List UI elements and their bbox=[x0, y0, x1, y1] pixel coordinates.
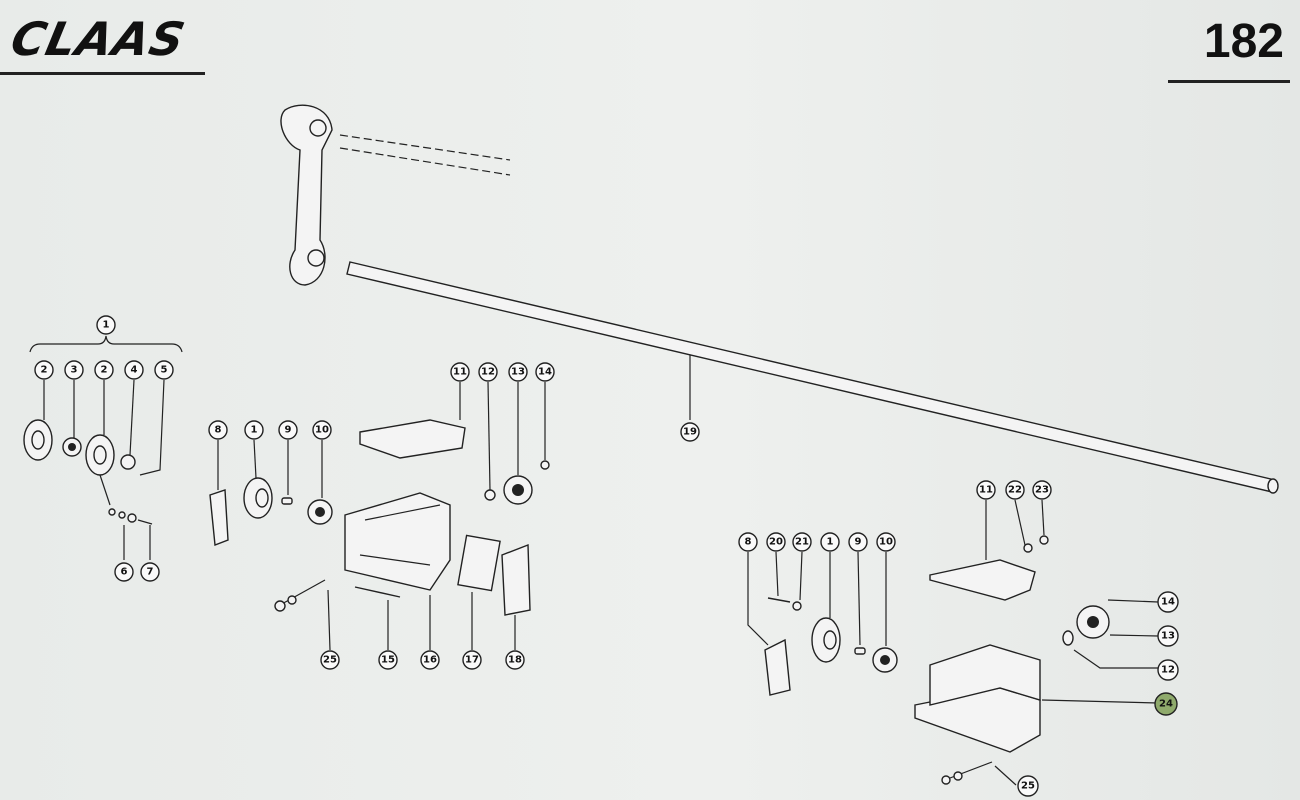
svg-text:24: 24 bbox=[1159, 699, 1173, 710]
svg-text:19: 19 bbox=[683, 427, 697, 438]
chain-arm bbox=[280, 104, 511, 286]
left-bracket-assembly bbox=[209, 381, 550, 651]
svg-text:21: 21 bbox=[795, 537, 809, 548]
svg-text:9: 9 bbox=[855, 537, 862, 548]
svg-text:17: 17 bbox=[465, 655, 479, 666]
shaft bbox=[346, 261, 1279, 494]
callout-19[interactable]: 19 bbox=[680, 422, 700, 442]
svg-text:1: 1 bbox=[103, 320, 110, 331]
callout-6[interactable]: 6 bbox=[114, 562, 134, 582]
callout-24-highlighted[interactable]: 24 bbox=[1154, 692, 1178, 716]
callout-25-left[interactable]: 25 bbox=[320, 650, 340, 670]
svg-text:25: 25 bbox=[1021, 781, 1035, 792]
svg-text:8: 8 bbox=[215, 425, 222, 436]
header-rule-left bbox=[0, 72, 205, 75]
callout-13-left[interactable]: 13 bbox=[508, 362, 528, 382]
page-number: 182 bbox=[1203, 15, 1284, 68]
bearing-set bbox=[23, 335, 183, 560]
callout-1-right[interactable]: 1 bbox=[820, 532, 840, 552]
svg-text:20: 20 bbox=[769, 537, 783, 548]
svg-text:22: 22 bbox=[1008, 485, 1022, 496]
callout-16[interactable]: 16 bbox=[420, 650, 440, 670]
svg-text:1: 1 bbox=[251, 425, 258, 436]
right-bracket-assembly bbox=[747, 499, 1159, 786]
svg-text:16: 16 bbox=[423, 655, 437, 666]
svg-text:1: 1 bbox=[827, 537, 834, 548]
svg-text:8: 8 bbox=[745, 537, 752, 548]
callout-1-left[interactable]: 1 bbox=[244, 420, 264, 440]
callout-11-right[interactable]: 11 bbox=[976, 480, 996, 500]
svg-text:23: 23 bbox=[1035, 485, 1049, 496]
callout-2[interactable]: 2 bbox=[34, 360, 54, 380]
svg-text:9: 9 bbox=[285, 425, 292, 436]
svg-text:6: 6 bbox=[121, 567, 128, 578]
svg-text:15: 15 bbox=[381, 655, 395, 666]
svg-text:7: 7 bbox=[147, 567, 154, 578]
svg-text:25: 25 bbox=[323, 655, 337, 666]
callout-12-right[interactable]: 12 bbox=[1157, 659, 1179, 681]
callout-2-second[interactable]: 2 bbox=[94, 360, 114, 380]
svg-text:14: 14 bbox=[1161, 597, 1175, 608]
svg-text:10: 10 bbox=[879, 537, 893, 548]
callout-14-left[interactable]: 14 bbox=[535, 362, 555, 382]
callout-13-right[interactable]: 13 bbox=[1157, 625, 1179, 647]
callout-15[interactable]: 15 bbox=[378, 650, 398, 670]
callout-5[interactable]: 5 bbox=[154, 360, 174, 380]
svg-text:10: 10 bbox=[315, 425, 329, 436]
callout-20[interactable]: 20 bbox=[766, 532, 786, 552]
callout-10-left[interactable]: 10 bbox=[312, 420, 332, 440]
callout-8-left[interactable]: 8 bbox=[208, 420, 228, 440]
svg-text:14: 14 bbox=[538, 367, 552, 378]
svg-text:13: 13 bbox=[1161, 631, 1175, 642]
callout-8-right[interactable]: 8 bbox=[738, 532, 758, 552]
svg-text:3: 3 bbox=[71, 365, 78, 376]
svg-text:11: 11 bbox=[979, 485, 993, 496]
svg-text:13: 13 bbox=[511, 367, 525, 378]
callout-9-left[interactable]: 9 bbox=[278, 420, 298, 440]
callout-10-right[interactable]: 10 bbox=[876, 532, 896, 552]
callout-17[interactable]: 17 bbox=[462, 650, 482, 670]
svg-text:2: 2 bbox=[101, 365, 108, 376]
callout-11-left[interactable]: 11 bbox=[450, 362, 470, 382]
callout-9-right[interactable]: 9 bbox=[848, 532, 868, 552]
svg-text:12: 12 bbox=[1161, 665, 1175, 676]
header-rule-right bbox=[1168, 80, 1290, 83]
callout-23[interactable]: 23 bbox=[1032, 480, 1052, 500]
svg-text:4: 4 bbox=[131, 365, 138, 376]
callout-18[interactable]: 18 bbox=[505, 650, 525, 670]
svg-text:11: 11 bbox=[453, 367, 467, 378]
callout-3[interactable]: 3 bbox=[64, 360, 84, 380]
callout-12-left[interactable]: 12 bbox=[478, 362, 498, 382]
callout-22[interactable]: 22 bbox=[1005, 480, 1025, 500]
callout-4[interactable]: 4 bbox=[124, 360, 144, 380]
callout-1-top[interactable]: 1 bbox=[96, 315, 116, 335]
callout-21[interactable]: 21 bbox=[792, 532, 812, 552]
svg-text:18: 18 bbox=[508, 655, 522, 666]
svg-text:12: 12 bbox=[481, 367, 495, 378]
callout-14-right[interactable]: 14 bbox=[1157, 591, 1179, 613]
svg-text:2: 2 bbox=[41, 365, 48, 376]
callout-7[interactable]: 7 bbox=[140, 562, 160, 582]
callout-25-right[interactable]: 25 bbox=[1017, 775, 1039, 797]
svg-text:5: 5 bbox=[161, 365, 168, 376]
